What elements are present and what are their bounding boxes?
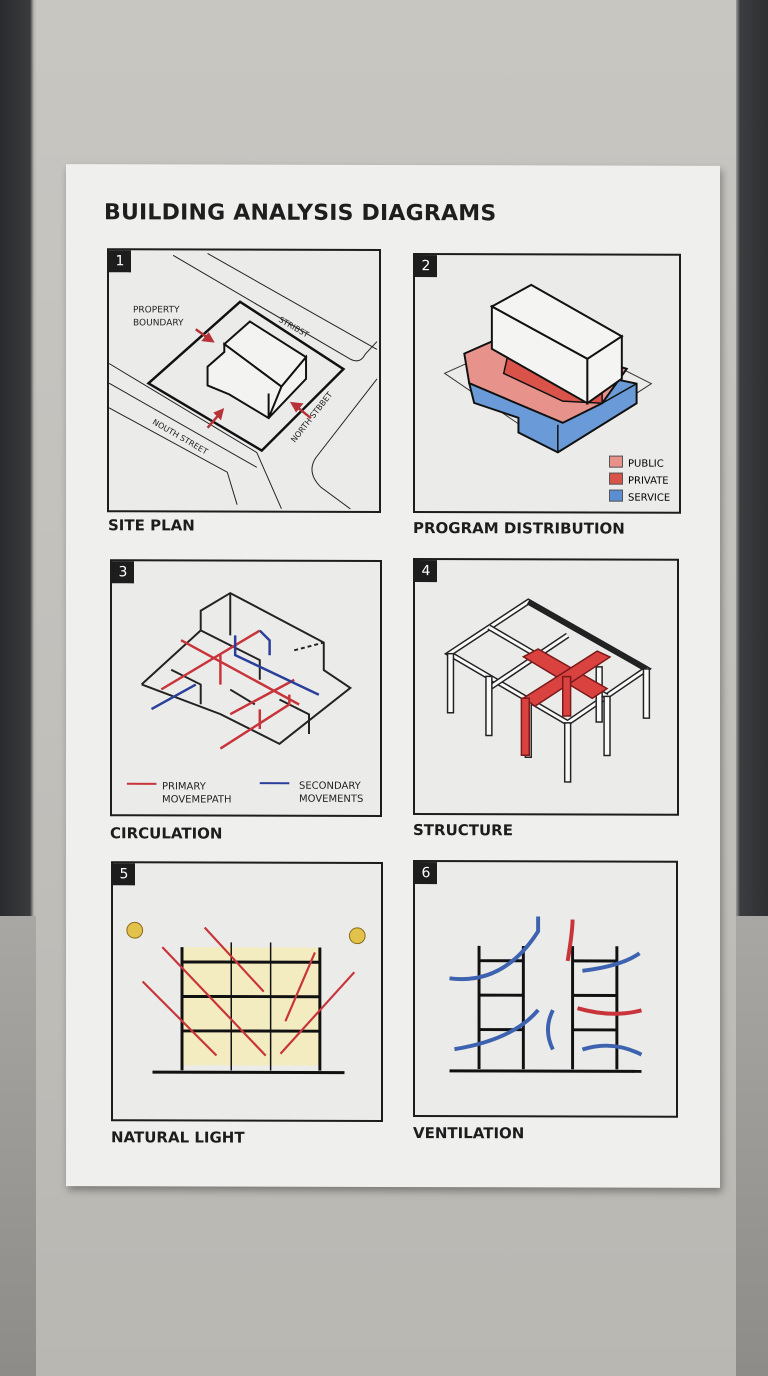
primary-structure [520,648,612,757]
panel-ventilation: 6 [413,860,678,1118]
panel-site-plan: 1 PROPERTY BOUNDARY STRIB [107,248,381,513]
legend-primary-label: PRIMARY MOVEMEPATH [162,781,232,806]
caption-ventilation: VENTILATION [413,1124,525,1143]
property-boundary-label: PROPERTY BOUNDARY [133,305,184,329]
caption-natural-light: NATURAL LIGHT [111,1128,245,1147]
light-rays [141,926,356,1057]
lit-interior [182,947,320,1066]
panel-circulation: 3 PRIMARY MOVEMEPATH SECONDARY MOVEMENTS [110,559,382,817]
access-arrows [195,328,312,429]
secondary-paths [150,629,320,711]
panel-natural-light: 5 [111,861,383,1122]
site-plan-diagram [109,253,378,510]
caption-structure: STRUCTURE [413,821,513,840]
program-diagram [443,283,653,454]
panel-number: 3 [112,561,134,584]
ventilation-diagram [449,916,643,1073]
legend-secondary-label: SECONDARY MOVEMENTS [299,780,364,805]
service-swatch [609,489,623,502]
caption-circulation: CIRCULATION [110,824,223,843]
legend-private: PRIVATE [609,472,670,490]
public-swatch [609,455,623,468]
floor-plan [140,591,353,745]
legend-service: SERVICE [609,489,671,507]
sun-icon [126,921,366,945]
panel-number: 2 [415,255,437,278]
section-floors [449,945,642,1073]
caption-site-plan: SITE PLAN [108,516,195,535]
panel-number: 4 [415,560,437,583]
private-swatch [609,472,623,485]
natural-light-diagram [126,921,366,1075]
airflow-arrows [449,916,643,1057]
panel-program-distribution: 2 PUBLIC PRIVATE SERVICE [413,253,681,514]
primary-paths [160,629,300,750]
caption-program-distribution: PROGRAM DISTRIBUTION [413,519,625,538]
legend-label: SERVICE [628,492,671,504]
upper-block [489,283,624,406]
panel-structure: 4 [413,558,679,816]
street-edge [172,254,378,362]
legend-label: PUBLIC [628,458,664,470]
structure-diagram [443,598,652,783]
poster-title: BUILDING ANALYSIS DIAGRAMS [104,200,497,227]
legend-label: PRIVATE [628,475,669,487]
legend-public: PUBLIC [609,455,670,473]
panel-number: 6 [415,862,437,885]
panel-number: 5 [113,863,135,886]
poster-board: BUILDING ANALYSIS DIAGRAMS 1 [66,164,720,1188]
program-legend: PUBLIC PRIVATE SERVICE [609,455,671,507]
panel-number: 1 [109,250,131,273]
property-boundary [146,300,346,453]
circulation-diagram [126,591,353,785]
